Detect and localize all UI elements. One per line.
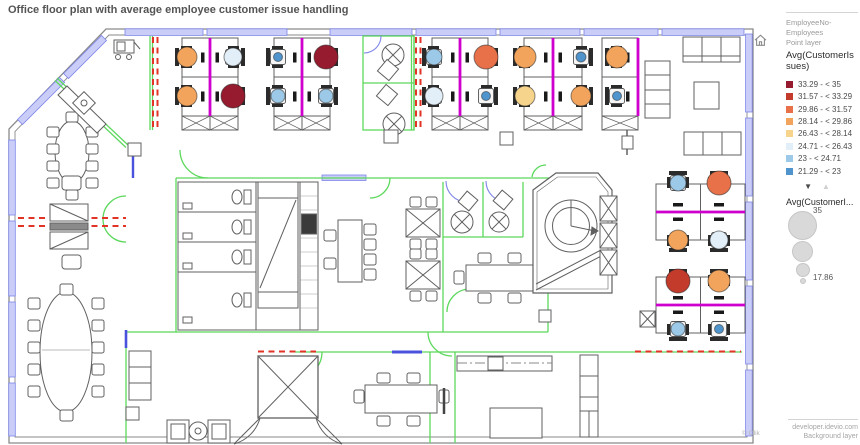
- stairs: [257, 181, 299, 309]
- legend-expand-arrow[interactable]: ▲: [822, 182, 840, 192]
- legend-class-label: 28.14 - < 29.86: [798, 116, 853, 126]
- legend-class-label: 33.29 - < 35: [798, 79, 841, 89]
- employee-point[interactable]: [223, 47, 243, 67]
- employee-point[interactable]: [513, 45, 537, 69]
- cafeteria: [323, 196, 441, 302]
- legend-class-swatch: [786, 105, 793, 113]
- bottom-right-room: [456, 309, 599, 439]
- employee-point[interactable]: [220, 83, 246, 109]
- employee-point[interactable]: [176, 46, 198, 68]
- legend-class-row[interactable]: 23 - < 24.71: [786, 152, 858, 164]
- legend-class-row[interactable]: 29.86 - < 31.57: [786, 103, 858, 115]
- legend-class-row[interactable]: 33.29 - < 35: [786, 78, 858, 90]
- legend-class-label: 23 - < 24.71: [798, 154, 841, 164]
- legend-layer-title: EmployeeNo-Employees Point layer: [786, 18, 832, 47]
- employee-point[interactable]: [709, 230, 729, 250]
- employee-point[interactable]: [575, 51, 587, 63]
- employee-point[interactable]: [612, 91, 622, 101]
- kitchen-counter: [57, 85, 107, 134]
- map-attribution: developer.idevio.com Background layer: [788, 419, 858, 442]
- employee-point[interactable]: [270, 88, 286, 104]
- employee-point[interactable]: [424, 86, 444, 106]
- window-segments: [8, 28, 753, 437]
- employee-point[interactable]: [669, 174, 687, 192]
- legend-class-swatch: [786, 80, 793, 88]
- elevator-shaft: [299, 181, 319, 331]
- legend-class-row[interactable]: 24.71 - < 26.43: [786, 140, 858, 152]
- spiral-stair-room: [532, 172, 618, 294]
- legend-class-swatch: [786, 130, 793, 138]
- employee-point[interactable]: [707, 269, 731, 293]
- legend-class-row[interactable]: 31.57 - < 33.29: [786, 90, 858, 102]
- furniture: [27, 36, 742, 445]
- size-bubble-medium: [792, 241, 813, 262]
- wall-box: [127, 142, 142, 157]
- employee-point[interactable]: [706, 170, 732, 196]
- legend-class-label: 31.57 - < 33.29: [798, 92, 853, 102]
- employee-point[interactable]: [667, 229, 689, 251]
- size-max-label: 35: [813, 206, 822, 215]
- legend-panel: EmployeeNo-Employees Point layer Avg(Cus…: [786, 12, 858, 191]
- legend-class-label: 24.71 - < 26.43: [798, 141, 853, 151]
- conference-room-large: [27, 283, 105, 422]
- lounge-corner: [125, 350, 231, 444]
- lounge: [621, 36, 742, 156]
- employee-point-layer: [176, 44, 732, 337]
- page-title: Office floor plan with average employee …: [8, 4, 349, 16]
- employee-point[interactable]: [176, 85, 198, 107]
- storage-room: [233, 355, 343, 445]
- legend-collapse-arrow[interactable]: ▼: [804, 182, 822, 192]
- employee-point[interactable]: [473, 44, 499, 70]
- legend-arrows: ▼▲: [786, 182, 858, 191]
- home-icon[interactable]: [753, 33, 768, 48]
- legend-class-row[interactable]: 21.29 - < 23: [786, 165, 858, 177]
- size-legend-panel: Avg(CustomerI... 35 17.86: [786, 197, 858, 287]
- legend-class-row[interactable]: 28.14 - < 29.86: [786, 115, 858, 127]
- employee-point[interactable]: [313, 44, 339, 70]
- employee-point[interactable]: [605, 45, 629, 69]
- size-bubble-tiny: [799, 278, 806, 284]
- legend-class-swatch: [786, 167, 793, 175]
- employee-point[interactable]: [318, 88, 334, 104]
- employee-point[interactable]: [514, 85, 536, 107]
- employee-point[interactable]: [273, 52, 283, 62]
- attribution-layer: Background layer: [803, 433, 858, 441]
- legend-class-swatch: [786, 142, 793, 150]
- legend-size-measure: Avg(CustomerI...: [786, 197, 854, 207]
- legend-divider: [786, 12, 858, 13]
- legend-class-swatch: [786, 155, 793, 163]
- employee-point[interactable]: [570, 85, 592, 107]
- attribution-site[interactable]: developer.idevio.com: [792, 424, 858, 431]
- legend-class-row[interactable]: 26.43 - < 28.14: [786, 128, 858, 140]
- employee-point[interactable]: [665, 268, 691, 294]
- size-bubble-large: [788, 211, 817, 240]
- wall-box: [499, 131, 514, 146]
- legend-class-swatch: [786, 117, 793, 125]
- employee-point[interactable]: [714, 324, 724, 334]
- meeting-room-east: [453, 252, 551, 304]
- wall-box: [383, 129, 399, 144]
- size-min-label: 17.86: [813, 273, 834, 282]
- employee-point[interactable]: [670, 321, 686, 337]
- legend-class-label: 29.86 - < 31.57: [798, 104, 853, 114]
- desk-side-storage: [639, 310, 656, 328]
- conference-room-small: [46, 111, 99, 201]
- legend-class-label: 26.43 - < 28.14: [798, 129, 853, 139]
- meeting-room-south: [353, 372, 450, 427]
- employee-point[interactable]: [481, 91, 491, 101]
- employee-point[interactable]: [425, 48, 443, 66]
- qlik-copyright: © Qlik: [742, 430, 760, 437]
- cleaning-cart: [113, 39, 141, 60]
- size-bubble-small: [795, 263, 810, 277]
- legend-color-measure: Avg(CustomerIssues): [786, 50, 854, 73]
- break-rooms: [375, 43, 514, 234]
- legend-class-label: 21.29 - < 23: [798, 166, 841, 176]
- legend-class-swatch: [786, 93, 793, 101]
- copy-station: [49, 175, 89, 270]
- legend-color-classes: 33.29 - < 35 31.57 - < 33.29 29.86 - < 31.…: [786, 78, 858, 177]
